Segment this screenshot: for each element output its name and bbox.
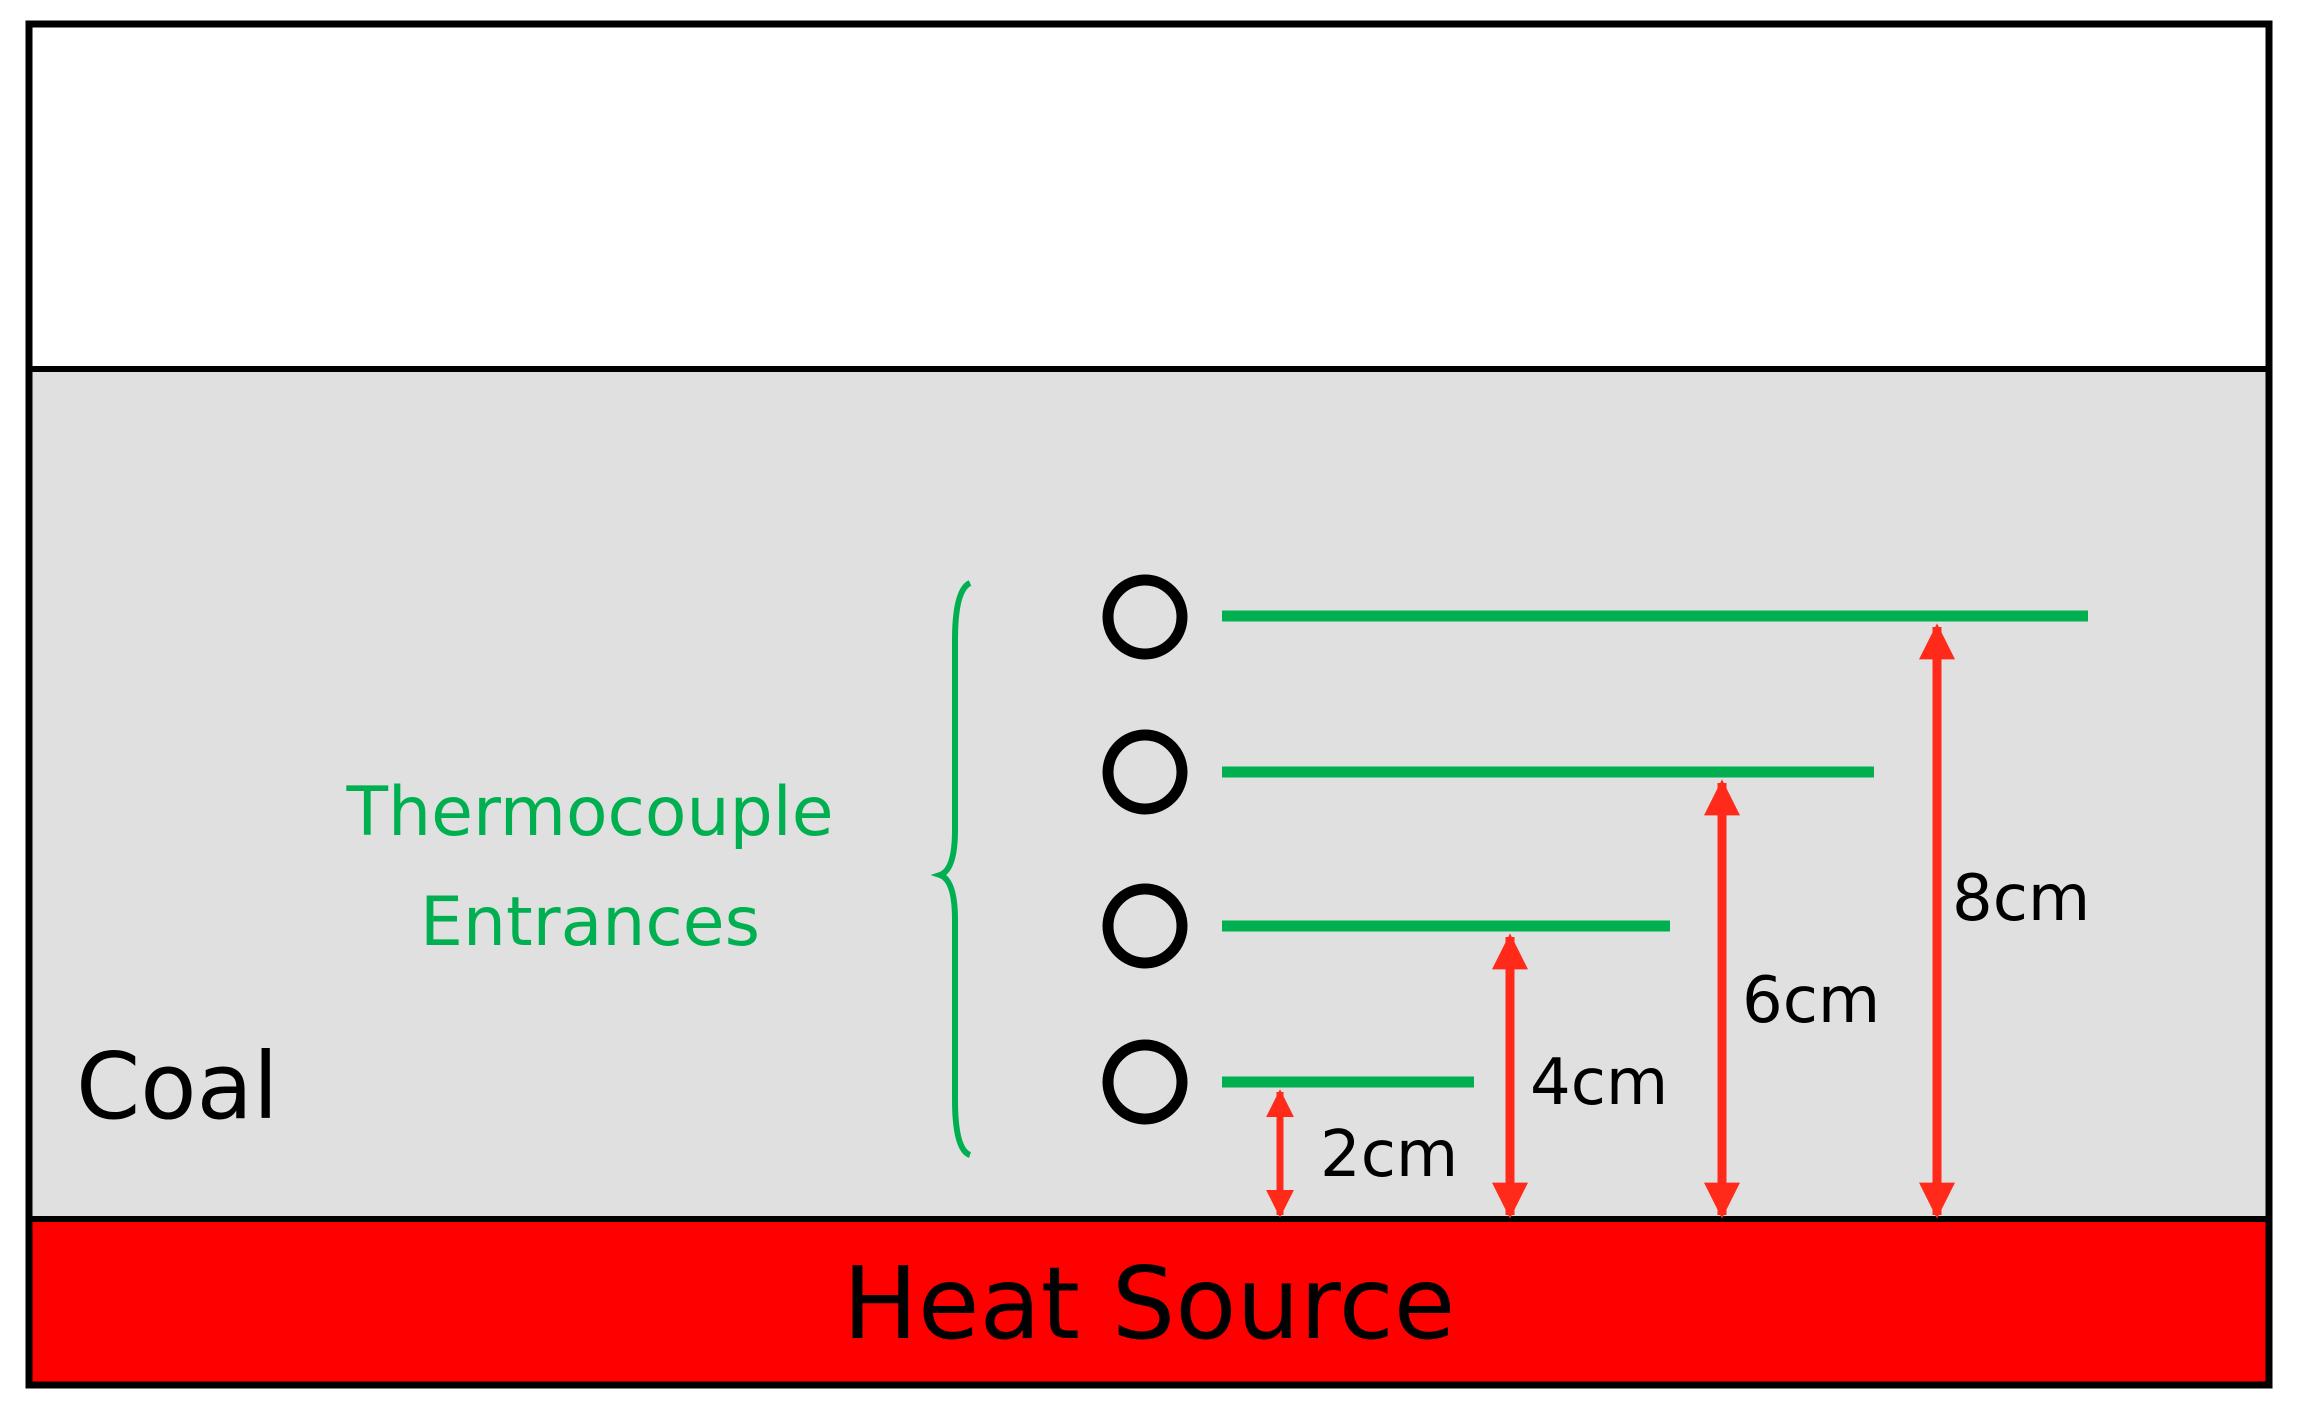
thermocouple-brace — [930, 580, 972, 1158]
outer-frame — [25, 20, 2273, 1389]
dimension-label-6cm: 6cm — [1742, 964, 1880, 1038]
upper-empty-region — [29, 24, 2269, 369]
thermocouple-entrance-circle — [1102, 883, 1188, 969]
coal-region — [29, 369, 2269, 1219]
heat-source-label: Heat Source — [843, 1245, 1455, 1362]
thermocouple-label-line1: Thermocouple — [345, 773, 833, 852]
thermocouple-entrance-circle — [1102, 1039, 1188, 1125]
dimension-label-4cm: 4cm — [1530, 1046, 1668, 1120]
thermocouple-label-line2: Entrances — [420, 883, 760, 962]
thermocouple-entrance-circle — [1102, 729, 1188, 815]
coal-label: Coal — [76, 1033, 278, 1140]
dimension-label-2cm: 2cm — [1320, 1118, 1458, 1192]
heat-source-region — [29, 1219, 2269, 1385]
thermocouple-entrance-circle — [1102, 574, 1188, 660]
dimension-label-8cm: 8cm — [1952, 862, 2090, 936]
